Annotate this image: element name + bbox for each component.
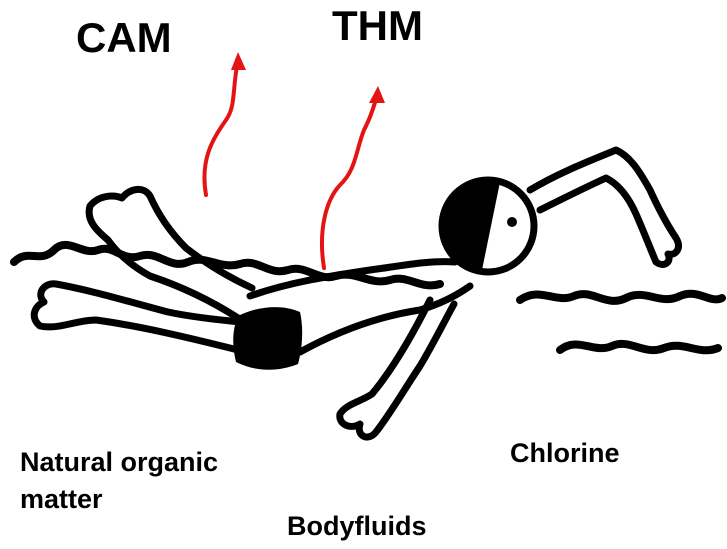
swimmer-head: [442, 179, 534, 272]
swimmer-lower-leg: [34, 284, 240, 350]
swimmer-lower-arm: [340, 300, 454, 437]
swimmer-raised-arm: [530, 150, 678, 264]
swimmer-trunks: [233, 307, 302, 370]
thm-arrowhead: [369, 86, 385, 103]
water-wave-right-lower: [560, 344, 718, 350]
cam-arrowhead: [231, 52, 246, 70]
thm-emission-arrow: [322, 96, 377, 268]
water-wave-left: [14, 245, 440, 285]
cam-emission-arrow: [204, 60, 238, 195]
water-wave-right-upper: [520, 294, 722, 301]
